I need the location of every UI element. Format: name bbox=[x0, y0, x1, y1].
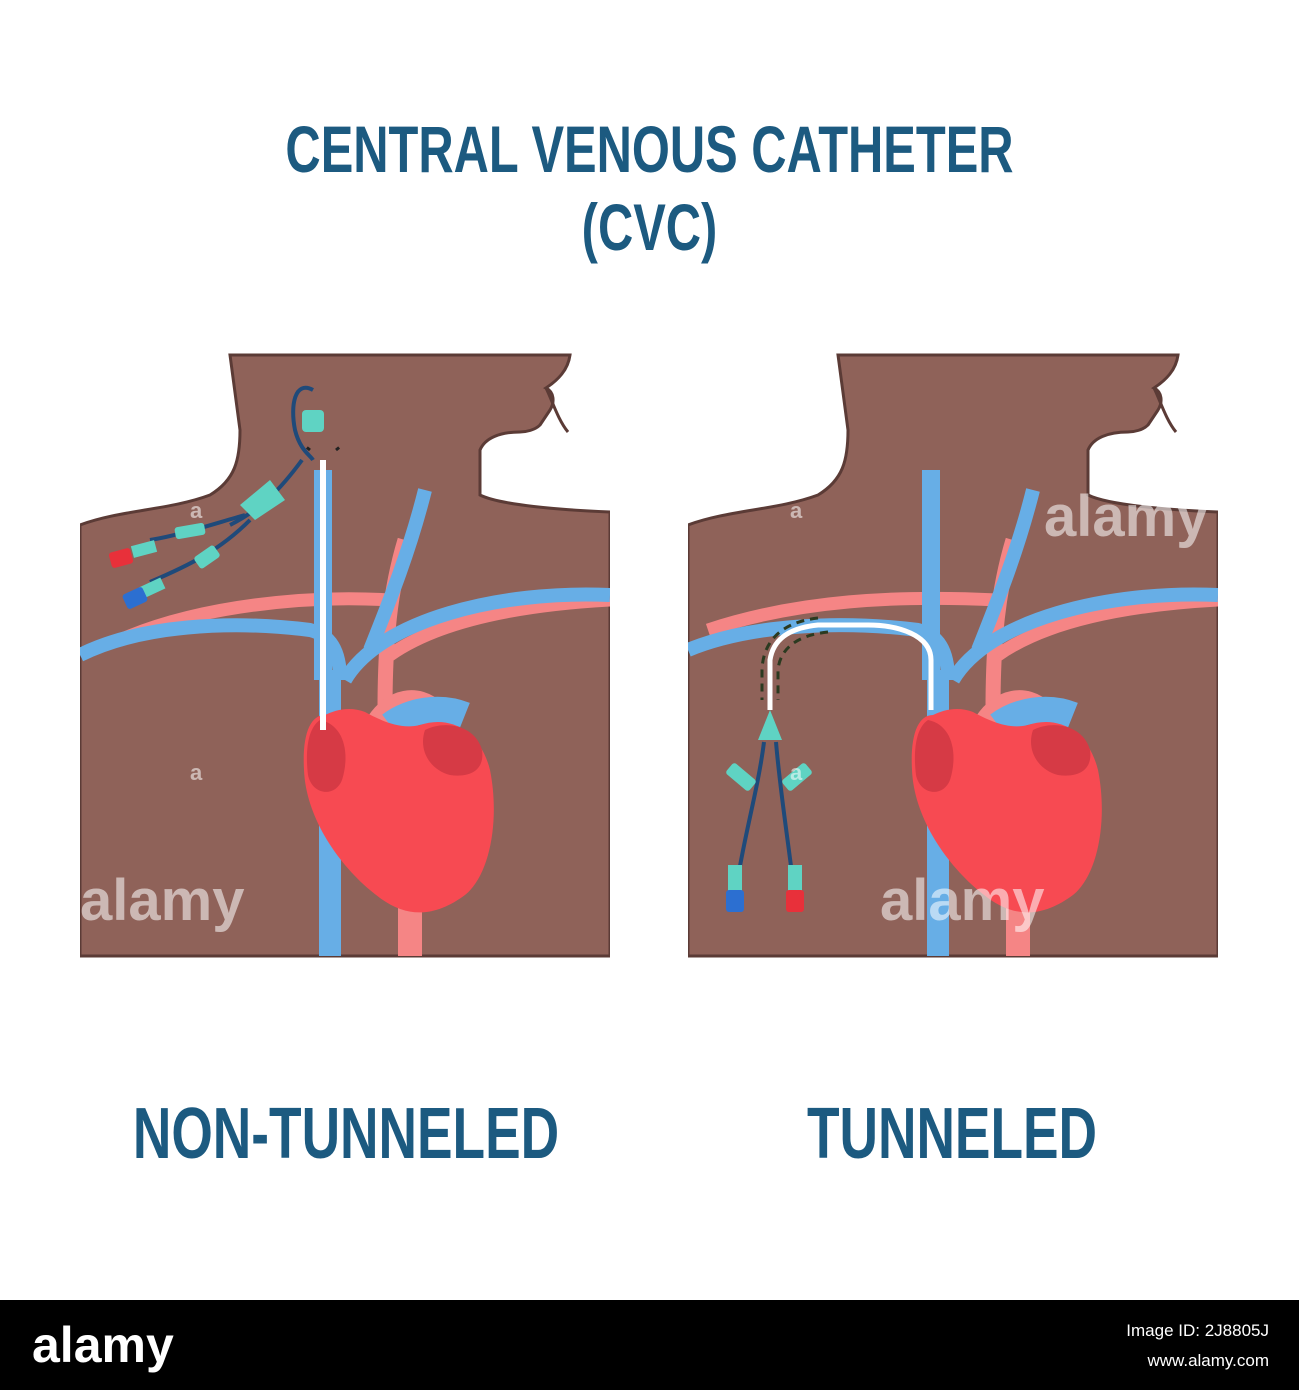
subclavian-vein-left bbox=[80, 618, 347, 681]
catheter-hub bbox=[240, 480, 285, 520]
torso-silhouette bbox=[688, 353, 1218, 958]
heart-left-atrium bbox=[1030, 725, 1091, 776]
site-url: www.alamy.com bbox=[1147, 1351, 1269, 1370]
subclavian-artery bbox=[705, 591, 999, 637]
caption-tunneled: TUNNELED bbox=[806, 1094, 1098, 1174]
right-subclavian-artery bbox=[386, 593, 610, 661]
tunneled-illustration bbox=[688, 353, 1218, 958]
cap-red bbox=[786, 890, 804, 912]
watermark-logo-1: alamy bbox=[1044, 484, 1209, 549]
heart-right-atrium bbox=[306, 720, 346, 792]
cap-blue bbox=[122, 587, 148, 609]
title-line-2: (CVC) bbox=[581, 190, 718, 264]
clamp-1 bbox=[726, 763, 756, 791]
connector-1 bbox=[728, 865, 742, 891]
heart-right-atrium bbox=[914, 720, 954, 792]
watermark-small-3: a bbox=[190, 760, 203, 785]
clamp-1 bbox=[174, 522, 206, 540]
right-subclavian-vein bbox=[338, 587, 610, 684]
footer-logo: alamy bbox=[32, 1317, 174, 1373]
cap-red bbox=[108, 548, 134, 568]
right-subclavian-vein bbox=[946, 587, 1218, 684]
caption-non-tunneled: NON-TUNNELED bbox=[132, 1094, 560, 1174]
connector-2 bbox=[788, 865, 802, 891]
watermark-logo-2: alamy bbox=[880, 868, 1045, 933]
catheter-line bbox=[767, 622, 934, 710]
connector-1 bbox=[130, 540, 158, 558]
tunnel-dashes bbox=[760, 616, 829, 700]
connector-2 bbox=[138, 577, 166, 599]
cap-blue bbox=[726, 890, 744, 912]
watermark-small-2: a bbox=[790, 498, 803, 523]
right-subclavian-artery bbox=[994, 593, 1218, 661]
chin-line bbox=[544, 387, 570, 433]
second-jugular-vein bbox=[971, 488, 1040, 653]
image-id-text: Image ID: 2J8805J bbox=[1126, 1321, 1269, 1340]
catheter-hub-top bbox=[302, 410, 324, 432]
torso-silhouette bbox=[80, 353, 610, 958]
watermark-small-4: a bbox=[790, 760, 803, 785]
heart-left-atrium bbox=[422, 725, 483, 776]
catheter-hub bbox=[758, 710, 782, 740]
footer-info: Image ID: 2J8805J www.alamy.com bbox=[1126, 1316, 1269, 1376]
insertion-site-marks bbox=[304, 444, 342, 452]
footer-bar: alamy Image ID: 2J8805J www.alamy.com bbox=[0, 1300, 1299, 1390]
second-jugular-vein bbox=[363, 488, 432, 653]
watermark-small-1: a bbox=[190, 498, 203, 523]
pulmonary-artery bbox=[382, 696, 470, 736]
clamp-2 bbox=[782, 763, 812, 791]
title-line-1: CENTRAL VENOUS CATHETER bbox=[285, 112, 1014, 186]
catheter-loop bbox=[291, 385, 315, 462]
watermark-logo-3: alamy bbox=[80, 868, 245, 933]
chin-line bbox=[1152, 387, 1178, 433]
clamp-2 bbox=[194, 545, 220, 569]
pulmonary-artery bbox=[990, 696, 1078, 736]
non-tunneled-illustration bbox=[80, 353, 610, 958]
